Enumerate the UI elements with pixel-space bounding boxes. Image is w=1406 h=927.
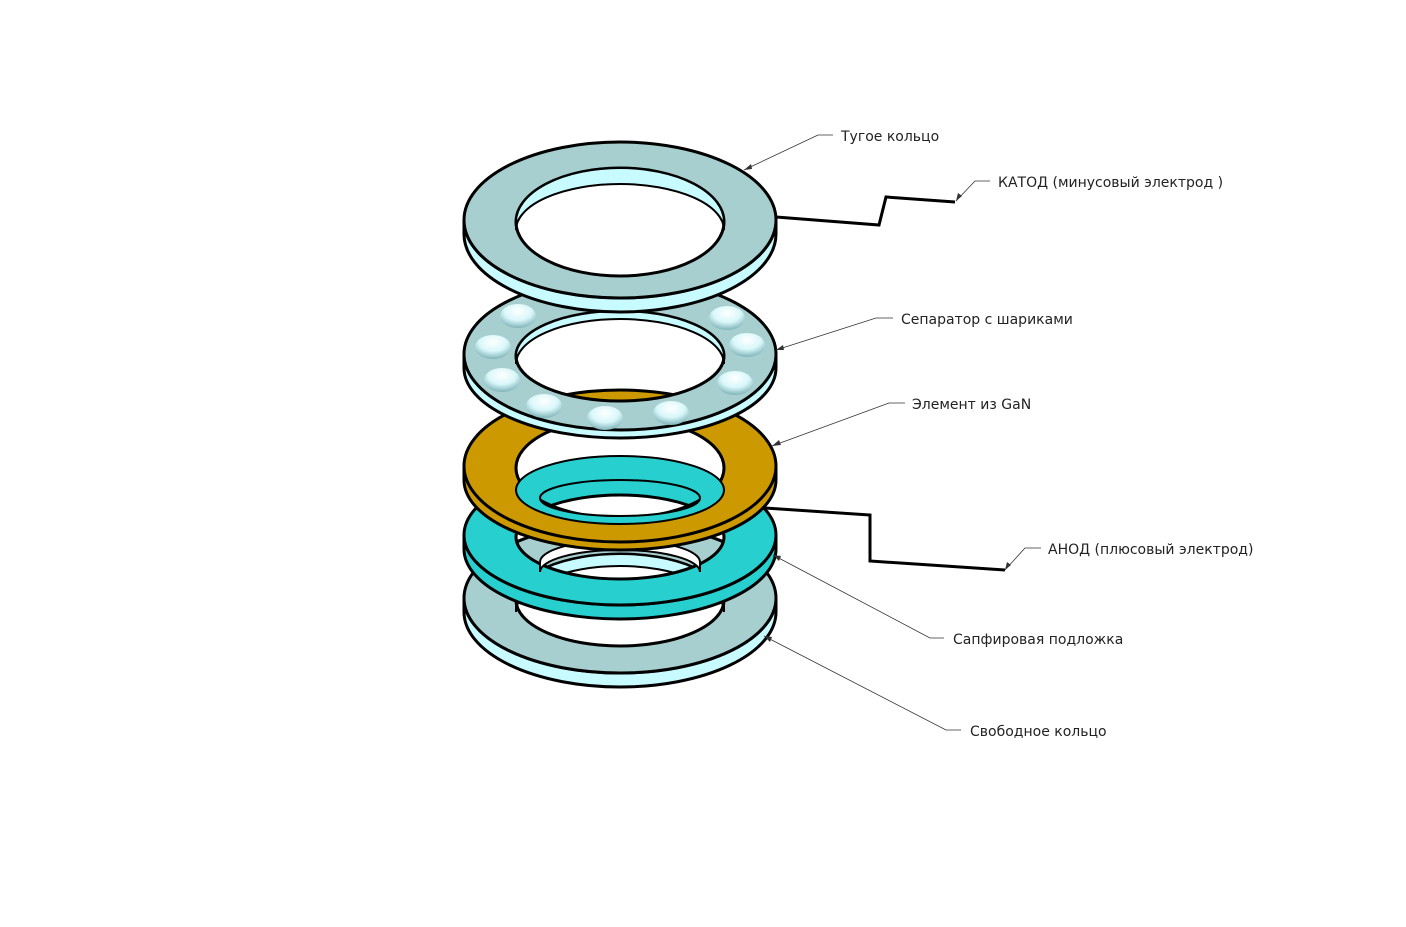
- tight-ring-leader: [743, 134, 833, 171]
- cathode-wire: [775, 195, 956, 227]
- label-gan-element: Элемент из GaN: [912, 397, 1031, 413]
- ball-separator: [462, 276, 778, 440]
- ball: [729, 333, 765, 357]
- label-anode: АНОД (плюсовый электрод): [1048, 542, 1253, 558]
- balls: [475, 304, 765, 430]
- sapphire-leader: [772, 554, 944, 639]
- tight-ring-inner-wall: [515, 167, 725, 231]
- separator-inner-wall: [515, 310, 725, 365]
- anode-arrowhead: [1005, 562, 1011, 570]
- label-separator: Сепаратор с шариками: [901, 312, 1073, 328]
- label-free-ring: Свободное кольцо: [970, 724, 1107, 740]
- ball: [526, 394, 562, 418]
- ball: [484, 368, 520, 392]
- ball: [475, 335, 511, 359]
- ball: [587, 406, 623, 430]
- sapphire-arrowhead: [773, 555, 781, 561]
- label-cathode: КАТОД (минусовый электрод ): [998, 175, 1223, 191]
- separator-arrowhead: [776, 345, 784, 350]
- gan-arrowhead: [772, 440, 781, 446]
- tight-ring: [462, 140, 778, 314]
- anode-wire: [764, 506, 1006, 572]
- ball: [717, 371, 753, 395]
- cathode-arrowhead: [956, 193, 962, 201]
- label-sapphire: Сапфировая подложка: [953, 632, 1123, 648]
- ball: [653, 401, 689, 425]
- gan-inner-band: [514, 455, 726, 525]
- cathode-leader: [955, 180, 990, 202]
- anode-leader: [1004, 547, 1041, 571]
- label-tight-ring: Тугое кольцо: [840, 129, 939, 145]
- tight-ring-face: [462, 140, 778, 300]
- gan-leader: [771, 402, 905, 447]
- separator-leader: [775, 317, 893, 351]
- free-ring-arrowhead: [764, 636, 772, 642]
- leader-lines: [743, 134, 1041, 731]
- free-ring-leader: [763, 635, 961, 731]
- ball: [500, 304, 536, 328]
- ball: [709, 306, 745, 330]
- tight-ring-arrowhead: [744, 164, 752, 170]
